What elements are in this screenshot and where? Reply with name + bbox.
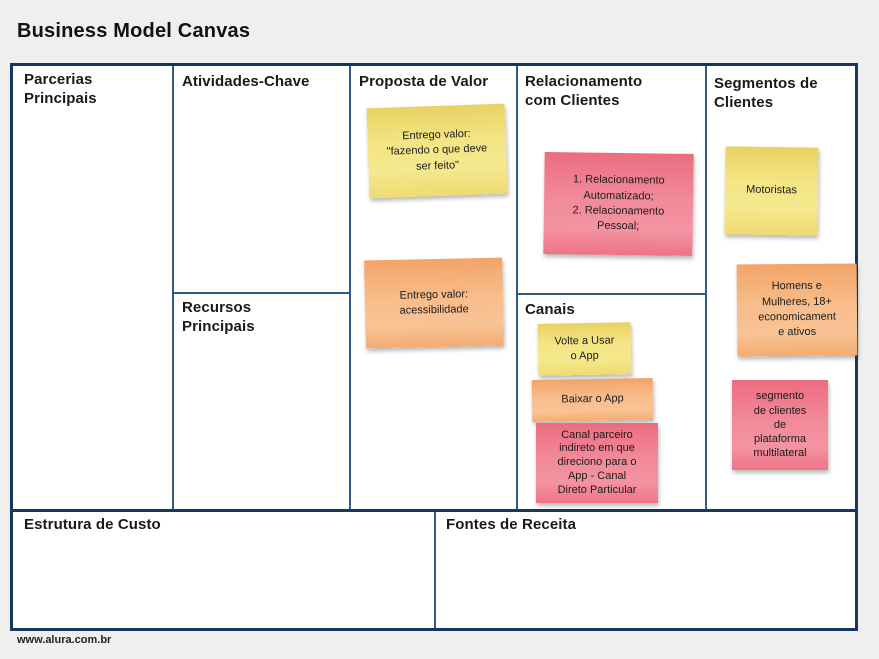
sticky-note-volte-a-usar: Volte a Usar o App (537, 322, 632, 376)
divider-parcerias-atividades (172, 66, 174, 509)
divider-relacionamento-canais (516, 293, 707, 295)
canvas-grid: Parcerias Principais Atividades-Chave Re… (13, 66, 858, 628)
sticky-note-baixar-o-app: Baixar o App (531, 377, 654, 423)
canvas-frame: Parcerias Principais Atividades-Chave Re… (10, 63, 858, 631)
sticky-note-homens-mulheres: Homens e Mulheres, 18+ economicament e a… (736, 263, 858, 357)
watermark-url: www.alura.com.br (17, 634, 112, 646)
divider-atividades-recursos (172, 292, 351, 294)
sticky-note-canal-parceiro: Canal parceiro indireto em que direciono… (536, 423, 658, 503)
divider-main-bottom (13, 509, 855, 512)
sticky-note-relacionamento-tipos: 1. Relacionamento Automatizado; 2. Relac… (543, 151, 694, 257)
sticky-note-motoristas: Motoristas (724, 146, 819, 236)
sticky-note-segmento-plataforma: segmento de clientes de plataforma multi… (732, 380, 828, 470)
sticky-note-entrego-valor-feito: Entrego valor: "fazendo o que deve ser f… (366, 103, 508, 199)
section-title-fontes: Fontes de Receita (446, 516, 577, 533)
page-title: Business Model Canvas (17, 20, 251, 42)
section-title-estrutura: Estrutura de Custo (24, 516, 161, 533)
section-title-canais: Canais (525, 301, 575, 318)
section-title-segmentos: Segmentos de Clientes (714, 75, 818, 111)
divider-atividades-proposta (349, 66, 351, 509)
section-title-relacionamento: Relacionamento com Clientes (525, 73, 643, 109)
divider-proposta-relacionamento (516, 66, 518, 509)
section-title-atividades: Atividades-Chave (182, 73, 310, 90)
divider-relacionamento-segmentos (705, 66, 707, 509)
divider-estrutura-fontes (434, 512, 436, 628)
sticky-note-entrego-valor-acessibilidade: Entrego valor: acessibilidade (364, 257, 504, 349)
section-title-recursos: Recursos Principais (182, 299, 255, 335)
section-title-parcerias: Parcerias Principais (24, 71, 97, 107)
section-title-proposta: Proposta de Valor (359, 73, 489, 90)
